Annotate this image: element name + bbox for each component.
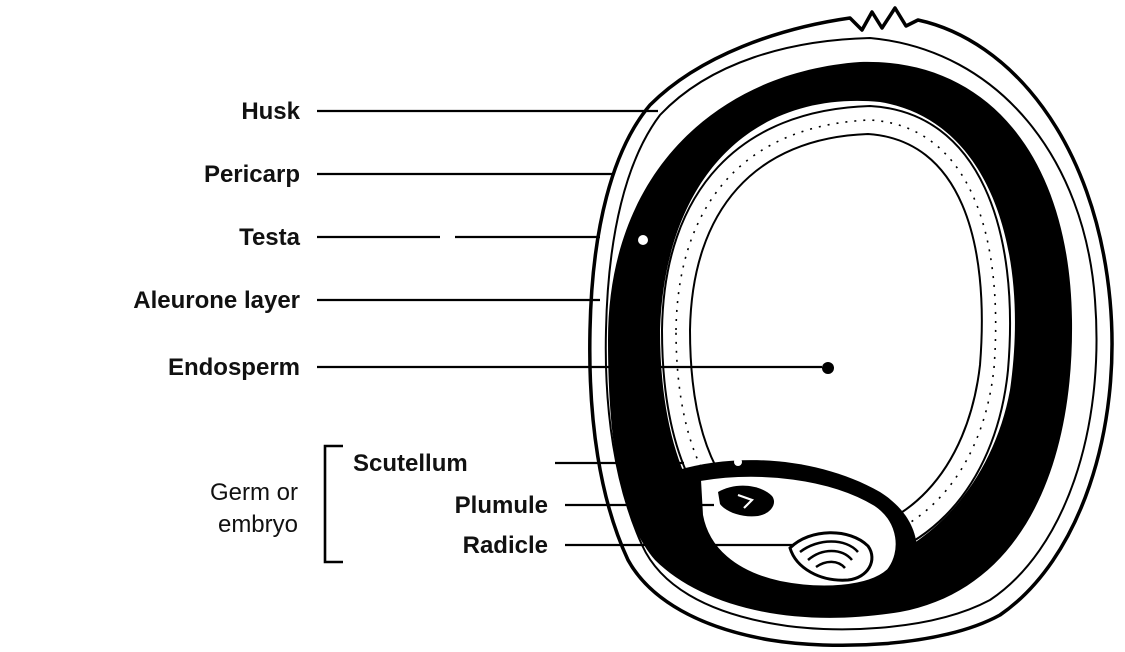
label-husk: Husk — [241, 98, 300, 125]
label-scutellum: Scutellum — [353, 450, 468, 477]
label-radicle: Radicle — [463, 532, 548, 559]
label-endosperm: Endosperm — [168, 354, 300, 381]
label-testa: Testa — [239, 224, 301, 251]
embryo-bracket — [325, 446, 343, 562]
seed-structure — [590, 8, 1112, 645]
labels: Husk Pericarp Testa Aleurone layer Endos… — [133, 98, 548, 559]
label-germ-line1: Germ or — [210, 479, 298, 506]
scutellum-marker — [734, 458, 742, 466]
label-germ-line2: embryo — [218, 511, 298, 538]
pericarp-marker — [638, 235, 648, 245]
endosperm-dot — [822, 362, 834, 374]
label-aleurone-layer: Aleurone layer — [133, 287, 300, 314]
label-pericarp: Pericarp — [204, 161, 300, 188]
label-plumule: Plumule — [455, 492, 548, 519]
